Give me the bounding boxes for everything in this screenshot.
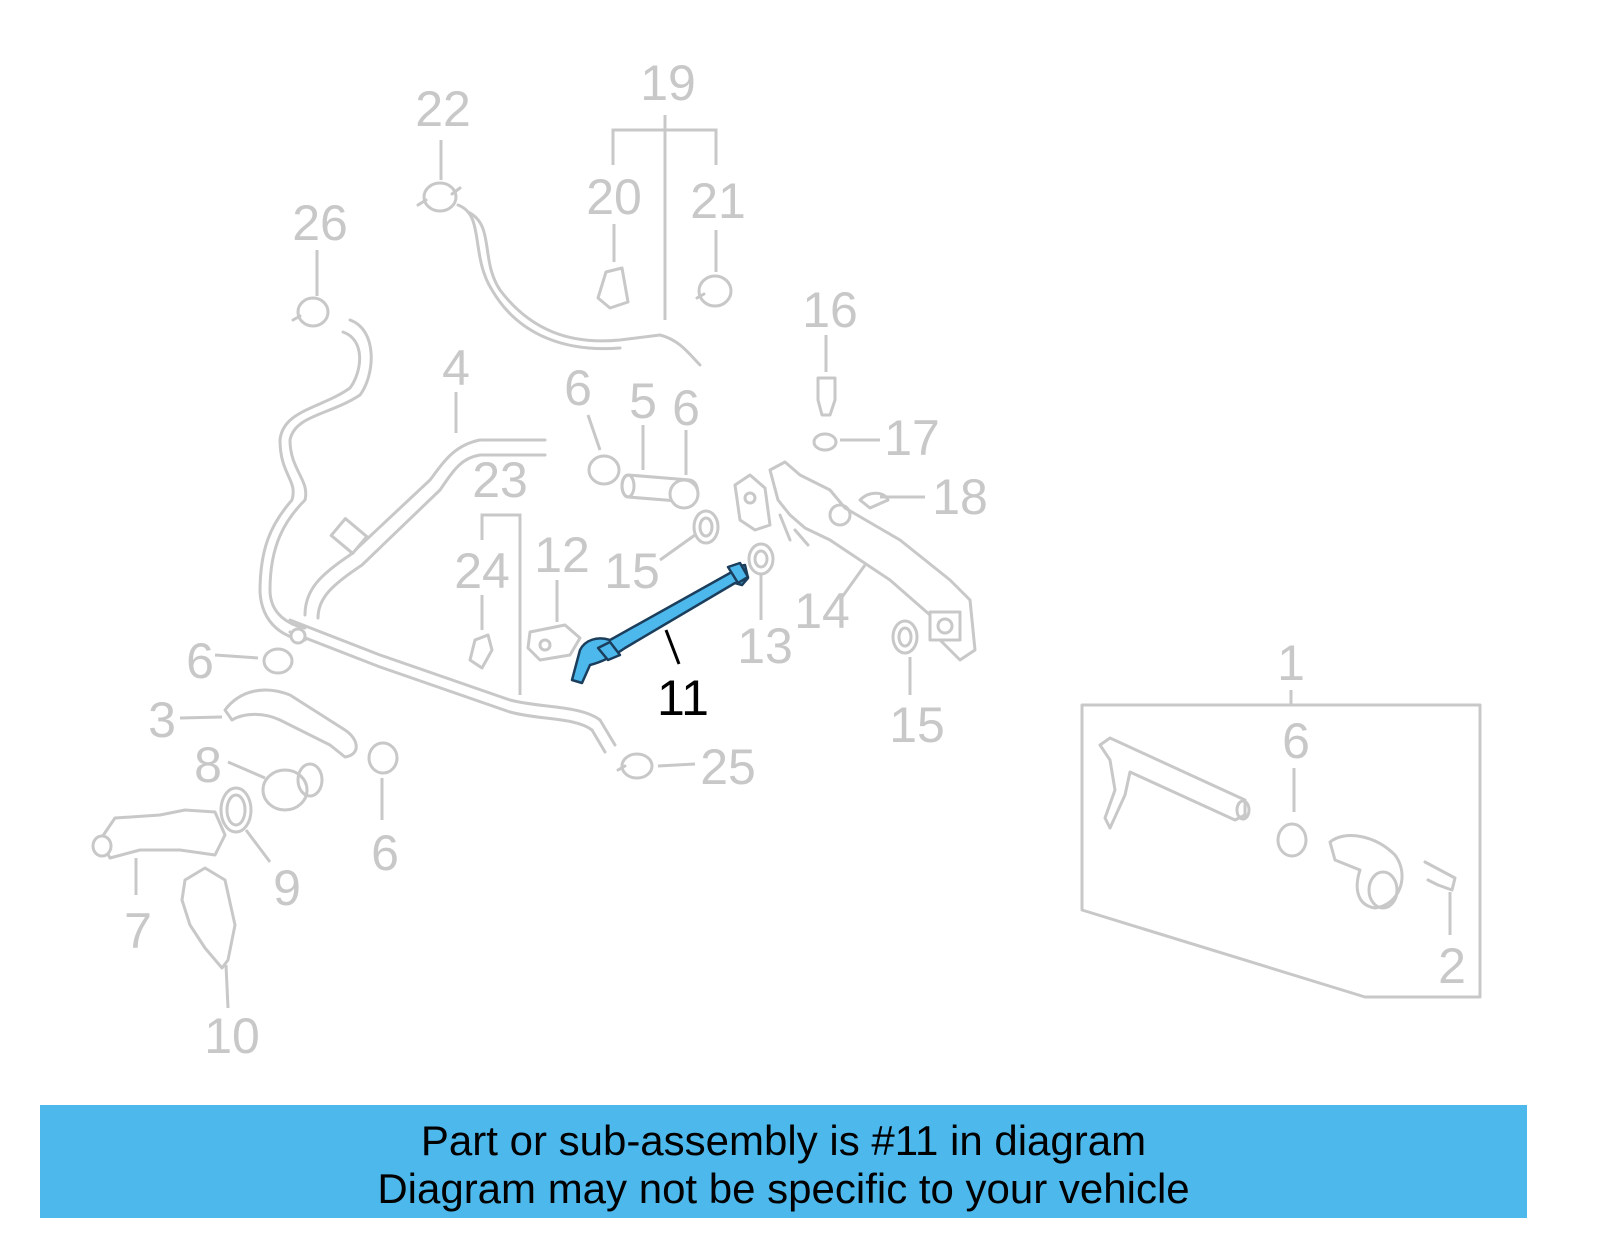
label-15-lower: 15 bbox=[889, 697, 945, 753]
label-13: 13 bbox=[737, 618, 793, 674]
label-6-lower: 6 bbox=[371, 825, 399, 881]
label-21: 21 bbox=[690, 173, 746, 229]
label-6-left: 6 bbox=[186, 633, 214, 689]
banner-line-part: Part or sub-assembly is #11 in diagram bbox=[420, 1117, 1147, 1164]
leader-lines bbox=[134, 115, 1452, 1009]
label-8: 8 bbox=[194, 737, 222, 793]
label-25: 25 bbox=[700, 739, 756, 795]
label-23: 23 bbox=[472, 452, 528, 508]
label-16: 16 bbox=[802, 282, 858, 338]
banner-line-disclaimer: Diagram may not be specific to your vehi… bbox=[377, 1165, 1190, 1212]
label-10: 10 bbox=[204, 1008, 260, 1064]
label-18: 18 bbox=[932, 469, 988, 525]
label-3: 3 bbox=[148, 692, 176, 748]
label-12: 12 bbox=[534, 527, 590, 583]
label-4: 4 bbox=[442, 340, 470, 396]
label-6-top-right: 6 bbox=[672, 380, 700, 436]
label-6-top-left: 6 bbox=[564, 360, 592, 416]
label-15-upper: 15 bbox=[604, 543, 660, 599]
label-22: 22 bbox=[415, 81, 471, 137]
info-banner: Part or sub-assembly is #11 in diagram D… bbox=[40, 1105, 1527, 1218]
label-14: 14 bbox=[794, 583, 850, 639]
highlighted-part-11[interactable] bbox=[570, 561, 750, 685]
ghost-parts bbox=[91, 181, 1482, 999]
label-2: 2 bbox=[1438, 938, 1466, 994]
label-1: 1 bbox=[1277, 635, 1305, 691]
label-19: 19 bbox=[640, 55, 696, 111]
label-7: 7 bbox=[124, 903, 152, 959]
part-labels: 22 19 20 21 26 16 4 6 5 6 17 23 18 24 12… bbox=[124, 55, 1466, 1064]
label-24: 24 bbox=[454, 543, 510, 599]
label-20: 20 bbox=[586, 169, 642, 225]
label-5: 5 bbox=[629, 373, 657, 429]
label-6-inset: 6 bbox=[1282, 713, 1310, 769]
label-9: 9 bbox=[273, 860, 301, 916]
label-11: 11 bbox=[657, 670, 709, 726]
label-17: 17 bbox=[884, 410, 940, 466]
label-26: 26 bbox=[292, 195, 348, 251]
